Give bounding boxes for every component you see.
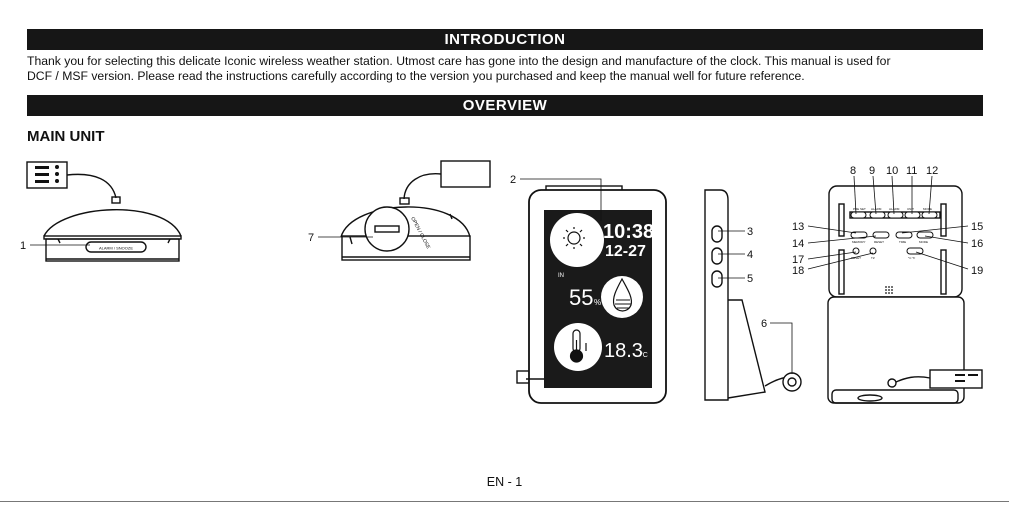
main-unit-subheading: MAIN UNIT	[27, 128, 105, 145]
water-drop-icon	[612, 277, 633, 312]
front-display-figure: 10:38 12-27 IN 55 % 18.3 °C	[516, 185, 667, 404]
callout-14: 14	[792, 238, 804, 250]
page-number: EN - 1	[486, 475, 523, 489]
thermometer-icon	[569, 329, 587, 363]
back-button-18	[869, 247, 877, 255]
back-button-14	[872, 231, 890, 239]
callout-10: 10	[886, 165, 898, 177]
side-button-5	[711, 270, 723, 288]
intro-line-2: DCF / MSF version. Please read the instr…	[27, 69, 805, 83]
callout-15: 15	[971, 221, 983, 233]
side-button-4	[711, 247, 723, 265]
callout-9: 9	[869, 165, 875, 177]
back-label-14: RESET	[874, 240, 884, 244]
callout-7: 7	[308, 232, 314, 244]
temperature-readout: 18.3	[604, 340, 643, 362]
speaker-grille	[885, 286, 893, 294]
back-label-11: UNIT	[907, 207, 914, 211]
coin-slot	[374, 225, 400, 233]
back-label-15: TIME	[899, 240, 906, 244]
side-body	[704, 189, 729, 401]
intro-line-1: Thank you for selecting this delicate Ic…	[27, 54, 891, 68]
back-view-figure: PRE SET ALARM ALARM UNIT MODE MEMORY RES…	[827, 185, 983, 404]
humidity-readout: 55	[569, 285, 593, 310]
back-button-17	[852, 247, 860, 255]
back-button-9	[869, 211, 886, 219]
callout-12: 12	[926, 165, 938, 177]
sun-icon	[563, 227, 585, 249]
back-label-8: PRE SET	[853, 207, 866, 211]
alarm-snooze-label: ALARM / SNOOZE	[99, 246, 133, 251]
footer-rule	[0, 501, 1009, 502]
humidity-unit: %	[594, 298, 601, 307]
callout-3: 3	[747, 226, 753, 238]
side-button-3	[711, 225, 723, 243]
introduction-paragraph: Thank you for selecting this delicate Ic…	[27, 54, 987, 84]
back-button-12	[921, 211, 938, 219]
callout-13: 13	[792, 221, 804, 233]
callout-17: 17	[792, 254, 804, 266]
weather-icon-circle	[550, 213, 604, 267]
back-label-9: ALARM	[871, 207, 882, 211]
back-adapter-plug-2	[929, 369, 983, 389]
callout-1: 1	[20, 240, 26, 252]
introduction-heading: INTRODUCTION	[27, 29, 983, 50]
temperature-unit: °C	[640, 351, 648, 359]
callout-8: 8	[850, 165, 856, 177]
back-label-19: °C °F	[908, 256, 915, 260]
back-button-15	[895, 231, 913, 239]
back-label-16: MODE	[919, 240, 928, 244]
side-view-figure	[704, 189, 802, 401]
callout-11: 11	[906, 165, 917, 177]
back-button-10	[887, 211, 904, 219]
indoor-label: IN	[558, 273, 564, 279]
back-label-18: TZ	[871, 256, 875, 260]
adapter-socket	[782, 372, 802, 392]
temperature-circle	[554, 323, 602, 371]
time-readout: 10:38	[603, 221, 654, 243]
back-label-12: MODE	[923, 207, 932, 211]
callout-2: 2	[510, 174, 516, 186]
top-view-figure: ALARM / SNOOZE	[26, 161, 182, 262]
callout-6: 6	[761, 318, 767, 330]
date-readout: 12-27	[605, 243, 646, 260]
back-cover-figure: OPEN / CLOSE	[340, 160, 491, 261]
callout-lines	[30, 175, 969, 374]
alarm-snooze-bar	[85, 241, 147, 253]
back-label-13: MEMORY	[852, 240, 865, 244]
overview-heading: OVERVIEW	[27, 95, 983, 116]
callout-5: 5	[747, 273, 753, 285]
callout-16: 16	[971, 238, 983, 250]
back-adapter-plug	[440, 160, 491, 188]
back-label-10: ALARM	[889, 207, 900, 211]
callout-4: 4	[747, 249, 753, 261]
back-switch-19	[906, 247, 924, 255]
open-close-label: OPEN / CLOSE	[409, 216, 431, 251]
battery-cover	[364, 206, 410, 252]
back-label-17: RESET	[851, 256, 861, 260]
callout-18: 18	[792, 265, 804, 277]
callout-19: 19	[971, 265, 983, 277]
back-button-11	[904, 211, 921, 219]
back-button-8	[850, 211, 867, 219]
